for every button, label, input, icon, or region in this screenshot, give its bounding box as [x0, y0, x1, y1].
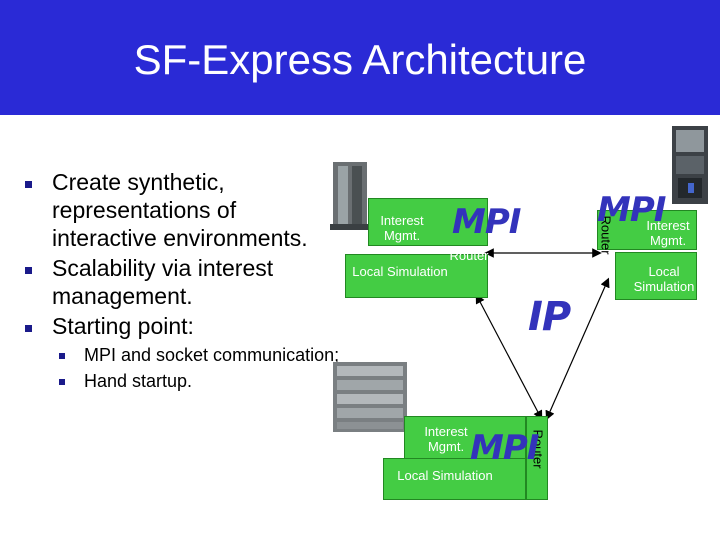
bullet-marker-icon — [59, 379, 65, 385]
server-rack-icon — [672, 126, 708, 204]
interest-mgmt-box — [597, 210, 697, 250]
bullet-text: Starting point: — [52, 313, 194, 339]
bullet-marker-icon — [25, 325, 32, 332]
local-simulation-box — [383, 458, 526, 500]
local-simulation-label: Local Simulation — [352, 264, 448, 279]
local-simulation-box — [345, 254, 488, 298]
local-simulation-label: Local Simulation — [633, 264, 695, 294]
bullet-item: Starting point: — [20, 312, 340, 340]
router-box — [526, 416, 548, 500]
computer-cluster-icon — [333, 362, 407, 432]
router-label: Router — [449, 248, 489, 263]
ip-logo-icon: IP — [528, 294, 571, 340]
sub-bullet-item: Hand startup. — [20, 370, 340, 392]
title-bar — [0, 0, 720, 115]
interest-mgmt-box — [404, 416, 526, 464]
mpi-logo-icon: MPI — [470, 428, 539, 468]
local-simulation-label: Local Simulation — [397, 468, 493, 483]
local-simulation-box — [615, 252, 697, 300]
slide-title: SF-Express Architecture — [133, 36, 587, 83]
sub-bullet-text: Hand startup. — [84, 371, 193, 391]
bullet-item: Create synthetic, representations of int… — [20, 168, 340, 252]
interest-mgmt-label: Interest Mgmt. — [380, 213, 424, 243]
bullet-item: Scalability via interest management. — [20, 254, 340, 310]
interest-mgmt-label: Interest Mgmt. — [646, 218, 690, 248]
interest-mgmt-label: Interest Mgmt. — [424, 424, 468, 454]
computer-tower-icon — [330, 162, 370, 230]
bullet-text: Create synthetic, representations of int… — [52, 169, 308, 251]
sub-bullet-text: MPI and socket communication; — [84, 345, 340, 365]
bullet-marker-icon — [25, 181, 32, 188]
mpi-logo-icon: MPI — [597, 190, 666, 230]
sub-bullet-item: MPI and socket communication; — [20, 344, 340, 366]
mpi-logo-icon: MPI — [452, 202, 521, 242]
interest-mgmt-box — [368, 198, 488, 246]
bullet-list: Create synthetic, representations of int… — [20, 168, 340, 392]
bullet-marker-icon — [25, 267, 32, 274]
bullet-marker-icon — [59, 353, 65, 359]
bullet-text: Scalability via interest management. — [52, 255, 274, 309]
